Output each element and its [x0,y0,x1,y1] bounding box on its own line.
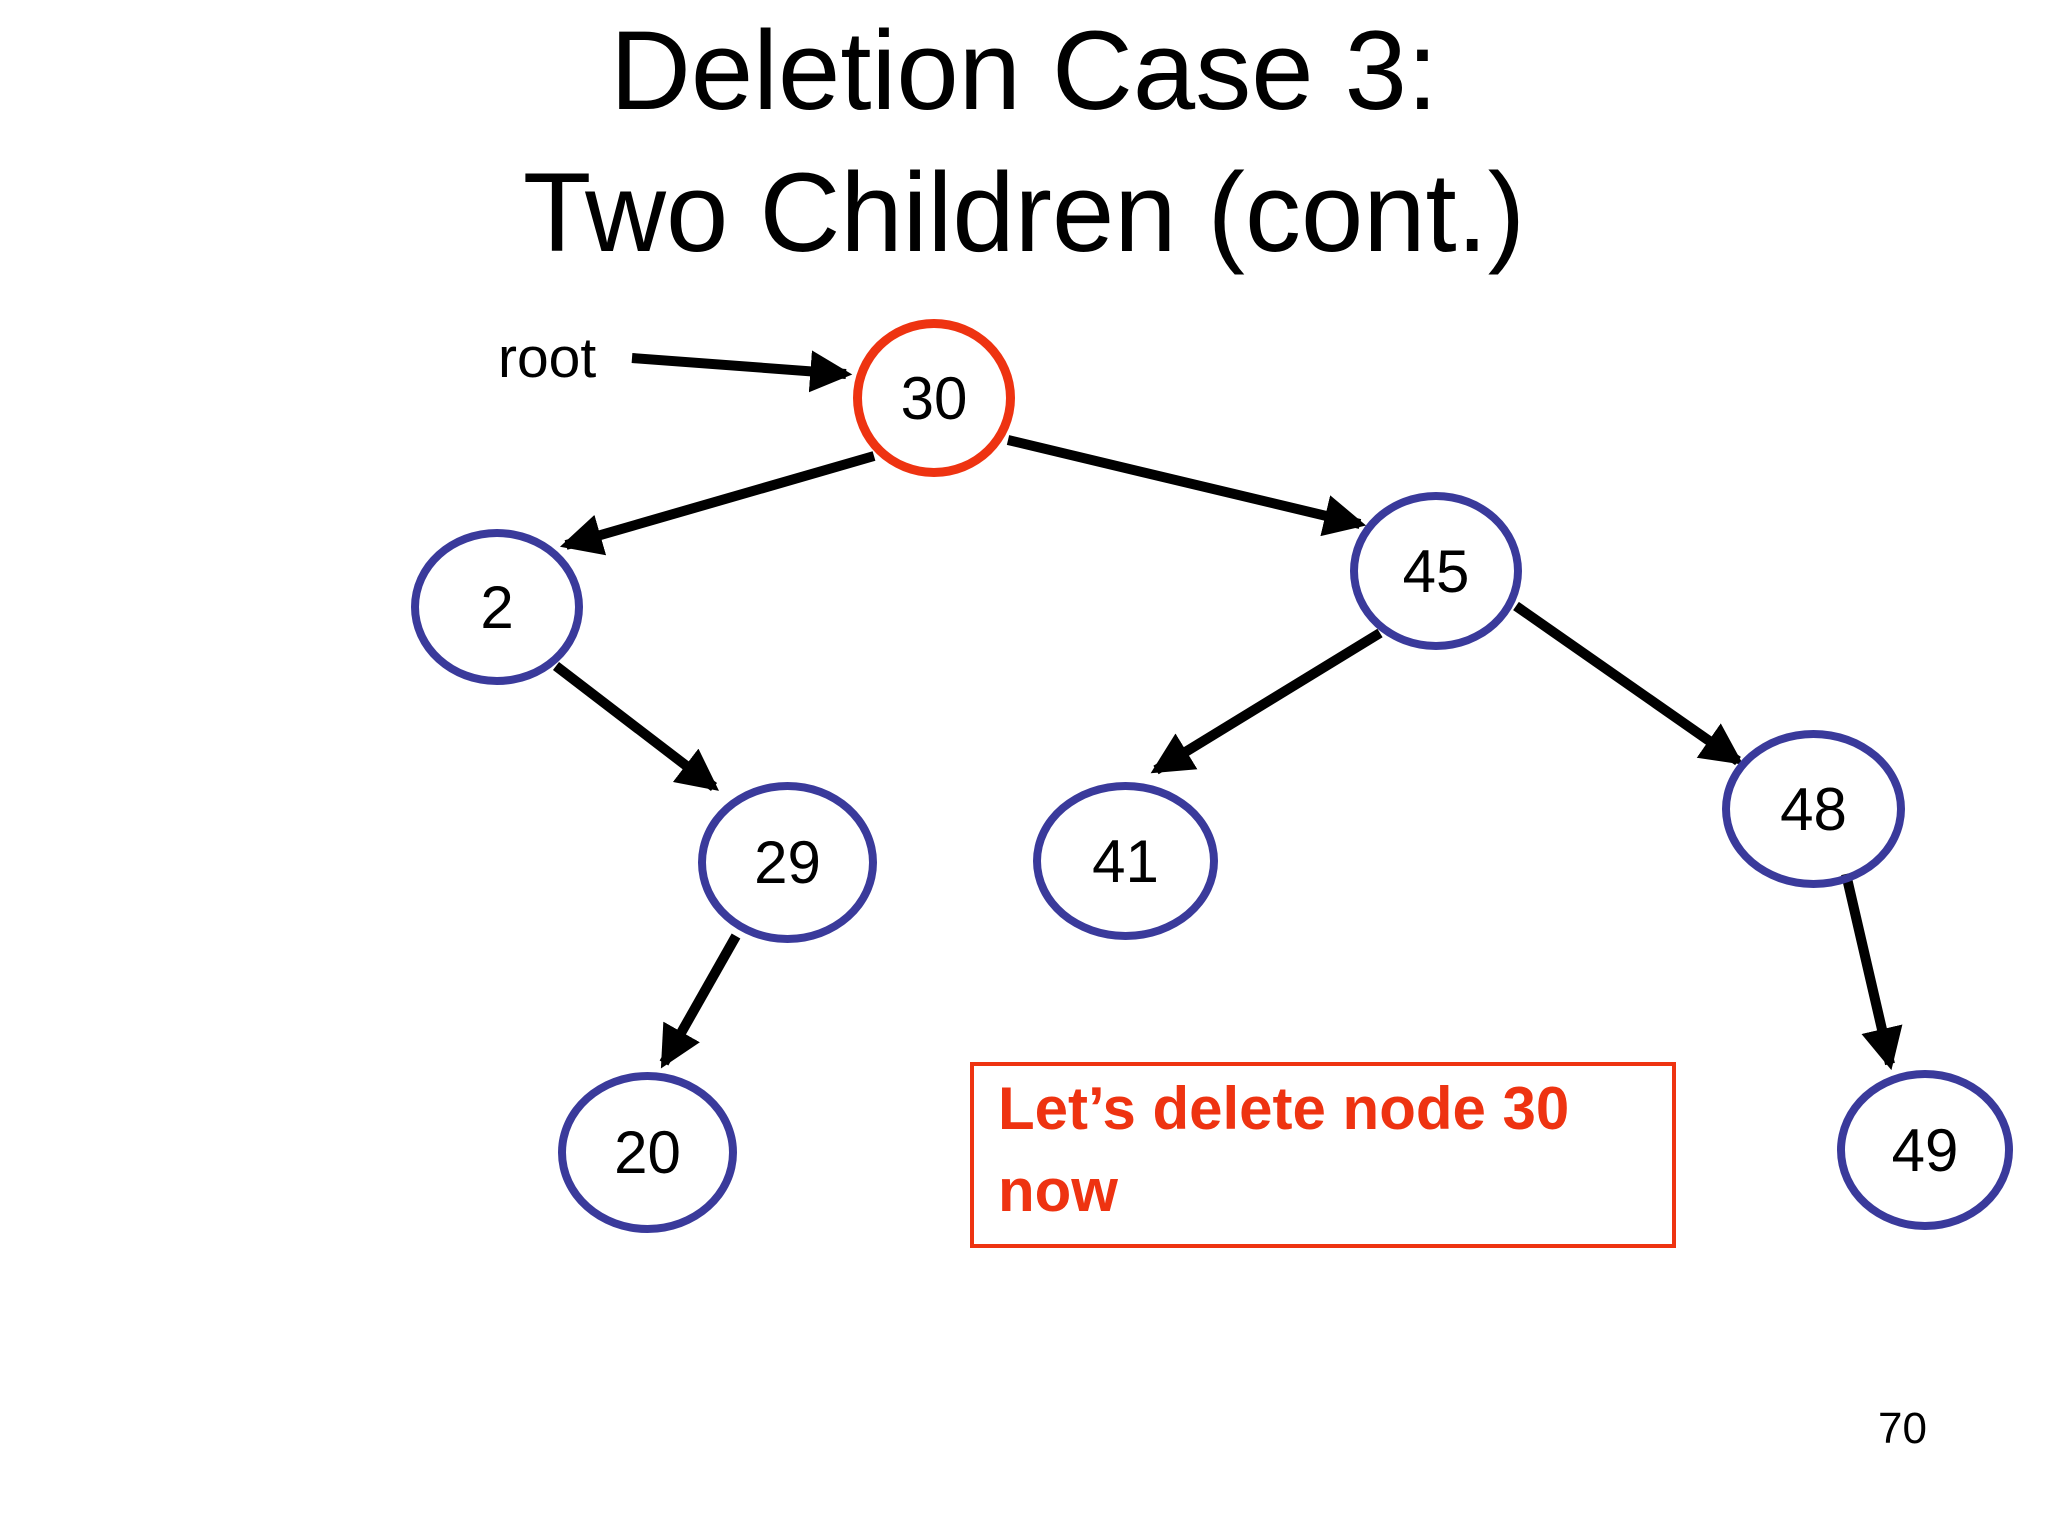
tree-node-49: 49 [1837,1070,2013,1230]
page-number: 70 [1878,1404,1927,1453]
tree-node-2-label: 2 [480,573,514,641]
tree-node-30-label: 30 [900,364,968,432]
edge-30-45 [1006,435,1367,537]
tree-node-48-label: 48 [1780,775,1847,843]
tree-node-20: 20 [558,1072,737,1233]
tree-node-29-label: 29 [754,829,821,896]
tree-node-45-label: 45 [1402,537,1470,605]
tree-node-30: 30 [853,319,1015,477]
tree-node-29: 29 [698,782,877,943]
root-pointer-label: root [498,326,597,390]
edge-45-41 [1150,628,1383,775]
slide-title-line2: Two Children (cont.) [522,150,1526,275]
tree-node-20-label: 20 [614,1119,681,1186]
slide-title-line1: Deletion Case 3: [609,8,1439,133]
edge-29-20 [659,933,741,1069]
edge-30-2 [559,451,876,556]
tree-node-48: 48 [1722,730,1905,888]
slide-title: Deletion Case 3: Two Children (cont.) [0,0,2048,284]
tree-node-2: 2 [411,529,583,685]
callout-box: Let’s delete node 30 now [970,1062,1676,1248]
tree-node-49-label: 49 [1891,1116,1959,1184]
edge-2-29 [552,662,720,791]
callout-line2: now [998,1157,1118,1224]
tree-node-45: 45 [1350,492,1522,650]
tree-node-41-label: 41 [1092,827,1159,895]
tree-node-41: 41 [1033,782,1218,940]
root-pointer-arrow [631,350,853,393]
edge-48-49 [1841,872,1903,1071]
callout-line1: Let’s delete node 30 [998,1075,1570,1142]
edge-45-48 [1513,601,1744,766]
